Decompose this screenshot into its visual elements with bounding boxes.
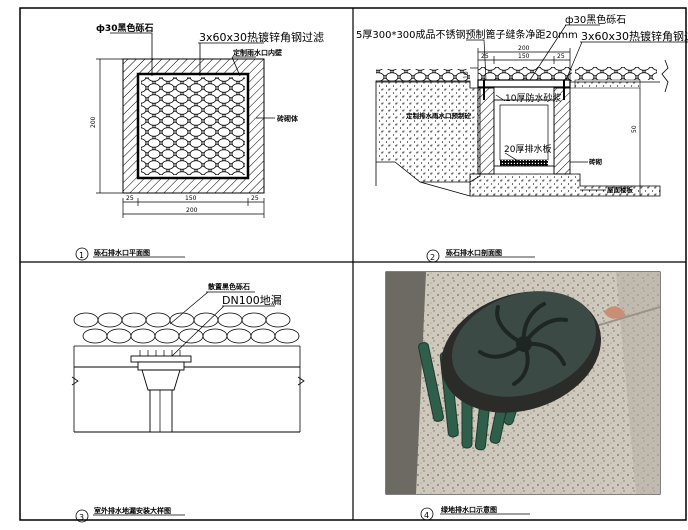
p1-dim-mid: 150: [185, 195, 197, 202]
p2-drain-layer-label: 20厚排水板: [504, 143, 551, 155]
p2-dim-mid: 150: [518, 53, 530, 60]
p1-brick-label: 砖砌体: [277, 114, 299, 123]
svg-text:1: 1: [79, 251, 84, 260]
p3-title: 室外排水地漏安装大样图: [94, 506, 171, 515]
p2-mortar-label: 10厚防水砂浆: [505, 92, 561, 104]
p2-dim-side: 10: [463, 71, 470, 79]
panel-2-section-view: 200 25 150 25 10 50 5厚300*300成品不锈钢预制篦子缝条…: [356, 13, 688, 263]
svg-text:2: 2: [430, 253, 435, 262]
p1-mesh-label: 3x60x30热镀锌角钢过滤: [199, 30, 324, 44]
p2-dim-depth: 50: [631, 125, 638, 133]
svg-text:4: 4: [424, 511, 429, 520]
floor-drain-photo: [386, 272, 660, 494]
sheet-frame: [19, 7, 687, 521]
p2-mesh-label: 3x60x30热镀锌角钢过滤: [581, 29, 688, 43]
panel-3-floor-drain-detail: 散置黑色砾石 DN100地漏 ③ 3 室外排水地漏安装大样图: [71, 282, 305, 523]
p1-wall-label: 定制雨水口内壁: [233, 48, 282, 57]
p1-dim-total: 200: [186, 207, 198, 214]
p1-dim-right: 25: [251, 195, 259, 202]
p3-gravel-label: 散置黑色砾石: [208, 282, 250, 291]
p2-inner-label: 定制排水雨水口预制砼: [405, 111, 472, 120]
panel-1-plan-view: ф30黑色砾石 3x60x30热镀锌角钢过滤 定制雨水口内壁 砖砌体 200 2…: [75, 22, 324, 261]
p1-dim-left: 25: [126, 195, 134, 202]
p2-dim-top: 200: [518, 45, 530, 52]
p1-title: 砾石排水口平面图: [94, 248, 150, 257]
p2-brick-label: 砖砌: [589, 157, 603, 166]
svg-text:3: 3: [79, 513, 84, 522]
p1-gravel-label: ф30黑色砾石: [96, 22, 153, 34]
p1-dim-height: 200: [90, 116, 97, 128]
p2-title: 砾石排水口剖面图: [446, 248, 502, 257]
p2-slab-label: 屋面楼板: [607, 185, 634, 194]
p2-dim-right: 25: [557, 53, 565, 60]
p3-floor-drain-label: DN100地漏: [222, 294, 282, 307]
p1-dimensions: [96, 58, 265, 218]
p2-steel-grate-label: 5厚300*300成品不锈钢预制篦子缝条净距20mm: [356, 28, 578, 41]
p4-title: 绿地排水口示意图: [441, 505, 497, 514]
p2-gravel-label: ф30黑色砾石: [565, 13, 626, 26]
